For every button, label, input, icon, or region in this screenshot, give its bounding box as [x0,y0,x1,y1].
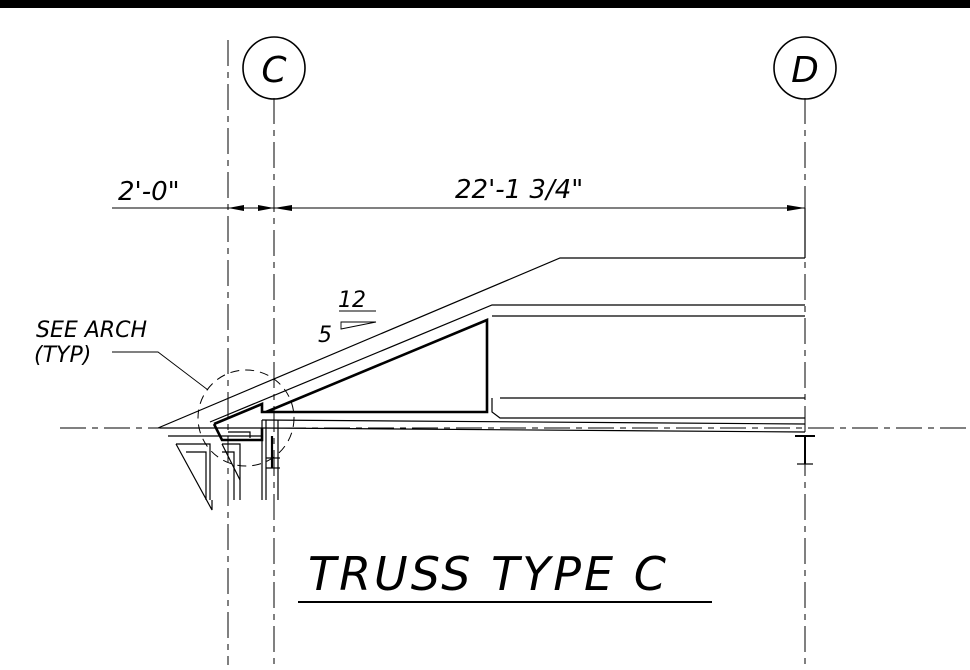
drawing-title: TRUSS TYPE C [298,547,712,603]
top-border [0,0,970,8]
bearing-d [795,435,815,465]
callout-leader [112,351,209,391]
detail-callout-circle [197,369,295,467]
drawing-title-text: TRUSS TYPE C [308,547,669,601]
gridline-bubble-c: C [242,36,306,100]
gridline-bubble-d: D [773,36,837,100]
overhang-dimension: 2'-0" [112,177,274,211]
slope-rise: 5 [318,323,332,348]
truss-body [209,304,806,442]
callout-text-line1: SEE ARCH [36,318,147,343]
slope-run: 12 [338,288,366,313]
callout-text-line2: (TYP) [34,343,91,368]
wall-bracket-detail [160,420,280,511]
span-dimension: 22'-1 3/4" [274,175,805,211]
gridline-c-label: C [261,50,287,91]
overhang-dimension-text: 2'-0" [118,177,180,207]
gridline-d-label: D [791,50,819,91]
span-dimension-text: 22'-1 3/4" [455,175,583,205]
roof-outline [157,208,806,429]
slope-indicator: 12 5 [318,288,377,348]
